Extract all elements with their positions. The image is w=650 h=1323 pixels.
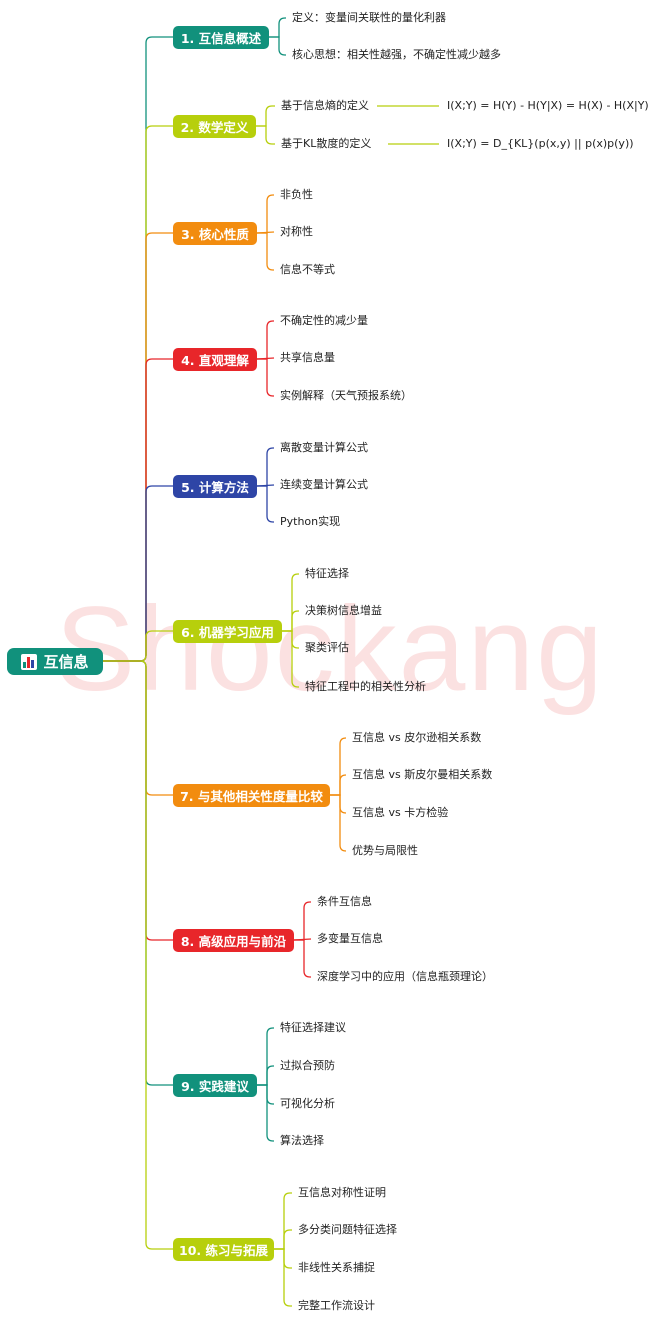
leaf-connector	[330, 794, 347, 814]
branch-node[interactable]: 5. 计算方法	[173, 474, 257, 498]
bar-chart-icon	[21, 653, 38, 670]
leaf-connector	[257, 358, 274, 397]
formula-node[interactable]: I(X;Y) = D_{KL}(p(x,y) || p(x)p(y))	[447, 137, 634, 150]
leaf-node[interactable]: 特征选择建议	[280, 1021, 346, 1034]
branch-node[interactable]: 3. 核心性质	[173, 221, 257, 245]
leaf-connector	[274, 1192, 292, 1250]
branch-connector	[103, 660, 173, 796]
leaf-connector	[257, 485, 274, 523]
leaf-node[interactable]: 优势与局限性	[352, 844, 418, 857]
leaf-node[interactable]: 信息不等式	[280, 263, 335, 276]
leaf-node[interactable]: 互信息对称性证明	[298, 1186, 386, 1199]
leaf-node[interactable]: 定义：变量间关联性的量化利器	[292, 11, 446, 24]
branch-connector	[103, 36, 173, 662]
leaf-connector	[282, 610, 299, 632]
leaf-node[interactable]: 深度学习中的应用（信息瓶颈理论）	[317, 970, 493, 983]
branch-connector	[103, 630, 173, 662]
leaf-connector	[274, 1248, 292, 1269]
branch-connector	[103, 358, 173, 662]
leaf-connector	[257, 1084, 274, 1105]
leaf-node[interactable]: 互信息 vs 卡方检验	[352, 806, 449, 819]
leaf-connector	[330, 737, 347, 796]
leaf-node[interactable]: 过拟合预防	[280, 1059, 335, 1072]
leaf-connector	[330, 794, 347, 852]
branch-connector	[103, 125, 173, 662]
leaf-node[interactable]: 实例解释（天气预报系统）	[280, 389, 412, 402]
leaf-connector	[274, 1248, 292, 1307]
branch-node[interactable]: 6. 机器学习应用	[173, 619, 282, 643]
leaf-node[interactable]: 非负性	[280, 188, 313, 201]
leaf-node[interactable]: 完整工作流设计	[298, 1299, 375, 1312]
leaf-connector	[256, 105, 275, 127]
leaf-node[interactable]: 互信息 vs 斯皮尔曼相关系数	[352, 768, 493, 781]
root-node[interactable]: 互信息	[7, 648, 103, 675]
leaf-node[interactable]: 非线性关系捕捉	[298, 1261, 375, 1274]
leaf-connector	[274, 1229, 292, 1250]
leaf-connector	[294, 901, 311, 941]
branch-node[interactable]: 8. 高级应用与前沿	[173, 928, 294, 952]
leaf-node[interactable]: 基于信息熵的定义	[281, 99, 369, 112]
leaf-node[interactable]: 共享信息量	[280, 351, 335, 364]
leaf-connector	[257, 194, 274, 234]
leaf-node[interactable]: 多分类问题特征选择	[298, 1223, 397, 1236]
branch-connector	[103, 485, 173, 662]
leaf-connector	[257, 1065, 274, 1086]
leaf-connector	[257, 1084, 274, 1142]
leaf-connector	[257, 232, 274, 271]
leaf-connector	[269, 36, 286, 56]
branch-node[interactable]: 9. 实践建议	[173, 1073, 257, 1097]
leaf-node[interactable]: 特征选择	[305, 567, 349, 580]
leaf-node[interactable]: 连续变量计算公式	[280, 478, 368, 491]
leaf-node[interactable]: 核心思想：相关性越强，不确定性减少越多	[292, 48, 501, 61]
root-label: 互信息	[43, 653, 89, 671]
leaf-connector	[282, 573, 299, 632]
leaf-node[interactable]: Python实现	[280, 515, 341, 528]
branch-node[interactable]: 4. 直观理解	[173, 347, 257, 371]
leaf-connector	[256, 125, 275, 145]
leaf-node[interactable]: 聚类评估	[305, 641, 349, 654]
branch-node[interactable]: 2. 数学定义	[173, 114, 256, 138]
formula-node[interactable]: I(X;Y) = H(Y) - H(Y|X) = H(X) - H(X|Y)	[447, 99, 649, 112]
leaf-node[interactable]: 互信息 vs 皮尔逊相关系数	[352, 731, 482, 744]
leaf-connector	[257, 320, 274, 360]
leaf-node[interactable]: 可视化分析	[280, 1097, 335, 1110]
branch-node[interactable]: 1. 互信息概述	[173, 25, 269, 49]
branch-connector	[103, 660, 173, 1250]
leaf-node[interactable]: 不确定性的减少量	[280, 314, 368, 327]
leaf-connector	[282, 630, 299, 688]
leaf-connector	[294, 939, 311, 978]
branch-node[interactable]: 7. 与其他相关性度量比较	[173, 783, 330, 807]
leaf-node[interactable]: 对称性	[280, 225, 313, 238]
leaf-connector	[257, 1027, 274, 1086]
branch-connector	[103, 232, 173, 662]
leaf-node[interactable]: 离散变量计算公式	[280, 441, 368, 454]
branch-node[interactable]: 10. 练习与拓展	[173, 1237, 274, 1261]
branch-connector	[103, 660, 173, 941]
leaf-node[interactable]: 基于KL散度的定义	[281, 137, 372, 150]
leaf-node[interactable]: 条件互信息	[317, 895, 372, 908]
leaf-connector	[269, 17, 286, 38]
leaf-connector	[330, 774, 347, 796]
leaf-node[interactable]: 特征工程中的相关性分析	[305, 680, 426, 693]
leaf-connector	[282, 630, 299, 649]
branch-connector	[103, 660, 173, 1086]
leaf-node[interactable]: 算法选择	[280, 1134, 324, 1147]
leaf-node[interactable]: 决策树信息增益	[305, 604, 382, 617]
leaf-node[interactable]: 多变量互信息	[317, 932, 383, 945]
leaf-connector	[257, 447, 274, 487]
